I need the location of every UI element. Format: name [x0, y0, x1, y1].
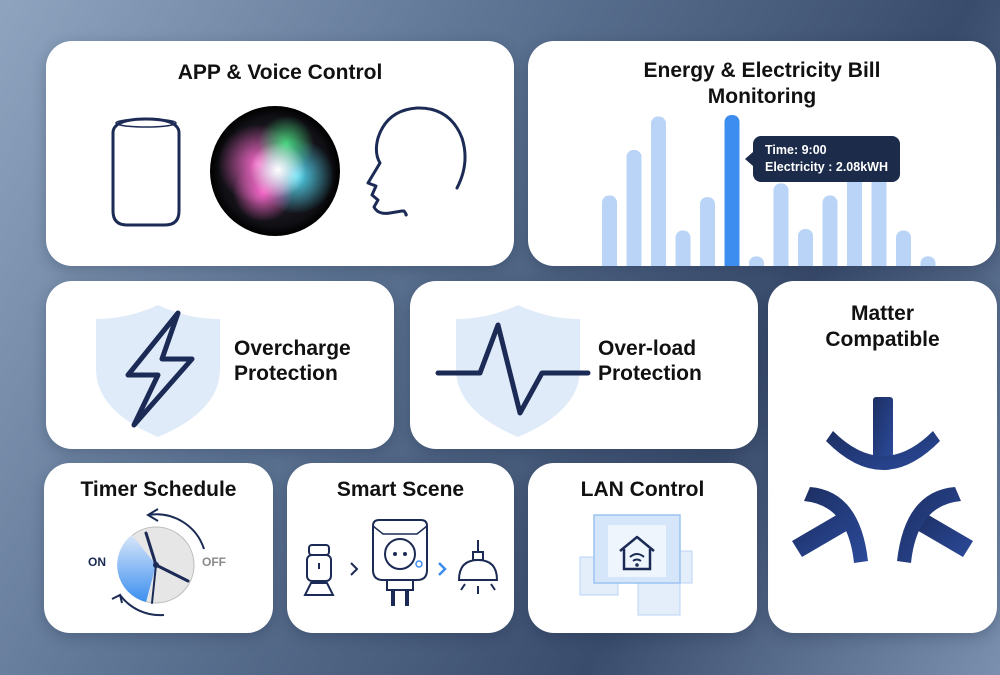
card-overcharge-protection: Overcharge Protection — [46, 281, 394, 449]
ceiling-lamp-icon — [457, 540, 499, 594]
card-lan-control: LAN Control — [528, 463, 757, 633]
timer-off-label: OFF — [202, 555, 226, 569]
card-title: Timer Schedule — [80, 478, 237, 501]
energy-bar — [871, 157, 887, 266]
overload-label: Over-load Protection — [598, 337, 702, 385]
card-overload-protection: Over-load Protection — [410, 281, 758, 449]
head-profile-icon — [366, 106, 467, 217]
timer-on-label: ON — [88, 555, 106, 569]
energy-bar — [798, 229, 813, 266]
lightning-shield-icon — [96, 305, 220, 437]
motion-sensor-icon — [303, 544, 335, 596]
energy-bar — [749, 256, 764, 266]
chevron-right-icon — [438, 562, 447, 576]
tooltip-value: Electricity : 2.08kWH — [765, 160, 888, 174]
card-title: LAN Control — [580, 478, 705, 501]
card-title: Energy & Electricity Bill Monitoring — [643, 59, 881, 108]
energy-bar — [626, 149, 642, 266]
smart-plug-icon — [372, 519, 428, 606]
energy-bar — [896, 230, 911, 266]
card-voice-control: APP & Voice Control — [46, 41, 514, 266]
card-matter-compatible: Matter Compatible — [768, 281, 997, 633]
energy-bar — [651, 116, 666, 266]
energy-bar — [920, 256, 936, 266]
home-wifi-icon — [579, 514, 693, 616]
card-title: Smart Scene — [336, 478, 465, 501]
energy-bar — [847, 157, 862, 266]
siri-orb-icon — [210, 106, 340, 236]
energy-bar — [822, 195, 838, 266]
energy-bar — [700, 197, 715, 266]
card-energy-monitoring: Energy & Electricity Bill Monitoring Tim… — [528, 41, 996, 266]
energy-bar — [602, 195, 617, 266]
card-title: Matter Compatible — [825, 302, 940, 351]
energy-tooltip: Time: 9:00 Electricity : 2.08kWH — [745, 136, 900, 182]
card-timer-schedule: Timer Schedule ON OFF — [44, 463, 273, 633]
clock-icon — [111, 508, 205, 617]
energy-bar — [675, 230, 691, 266]
tooltip-time: Time: 9:00 — [765, 143, 827, 157]
chevron-right-icon — [350, 562, 359, 576]
matter-logo-icon — [792, 397, 973, 563]
pulse-shield-icon — [435, 305, 591, 437]
energy-bar — [724, 115, 740, 266]
energy-bar — [773, 183, 789, 266]
card-smart-scene: Smart Scene — [287, 463, 514, 633]
energy-bar-chart — [602, 115, 936, 266]
card-title: APP & Voice Control — [177, 61, 383, 84]
speaker-icon — [111, 117, 181, 227]
overcharge-label: Overcharge Protection — [234, 337, 351, 385]
